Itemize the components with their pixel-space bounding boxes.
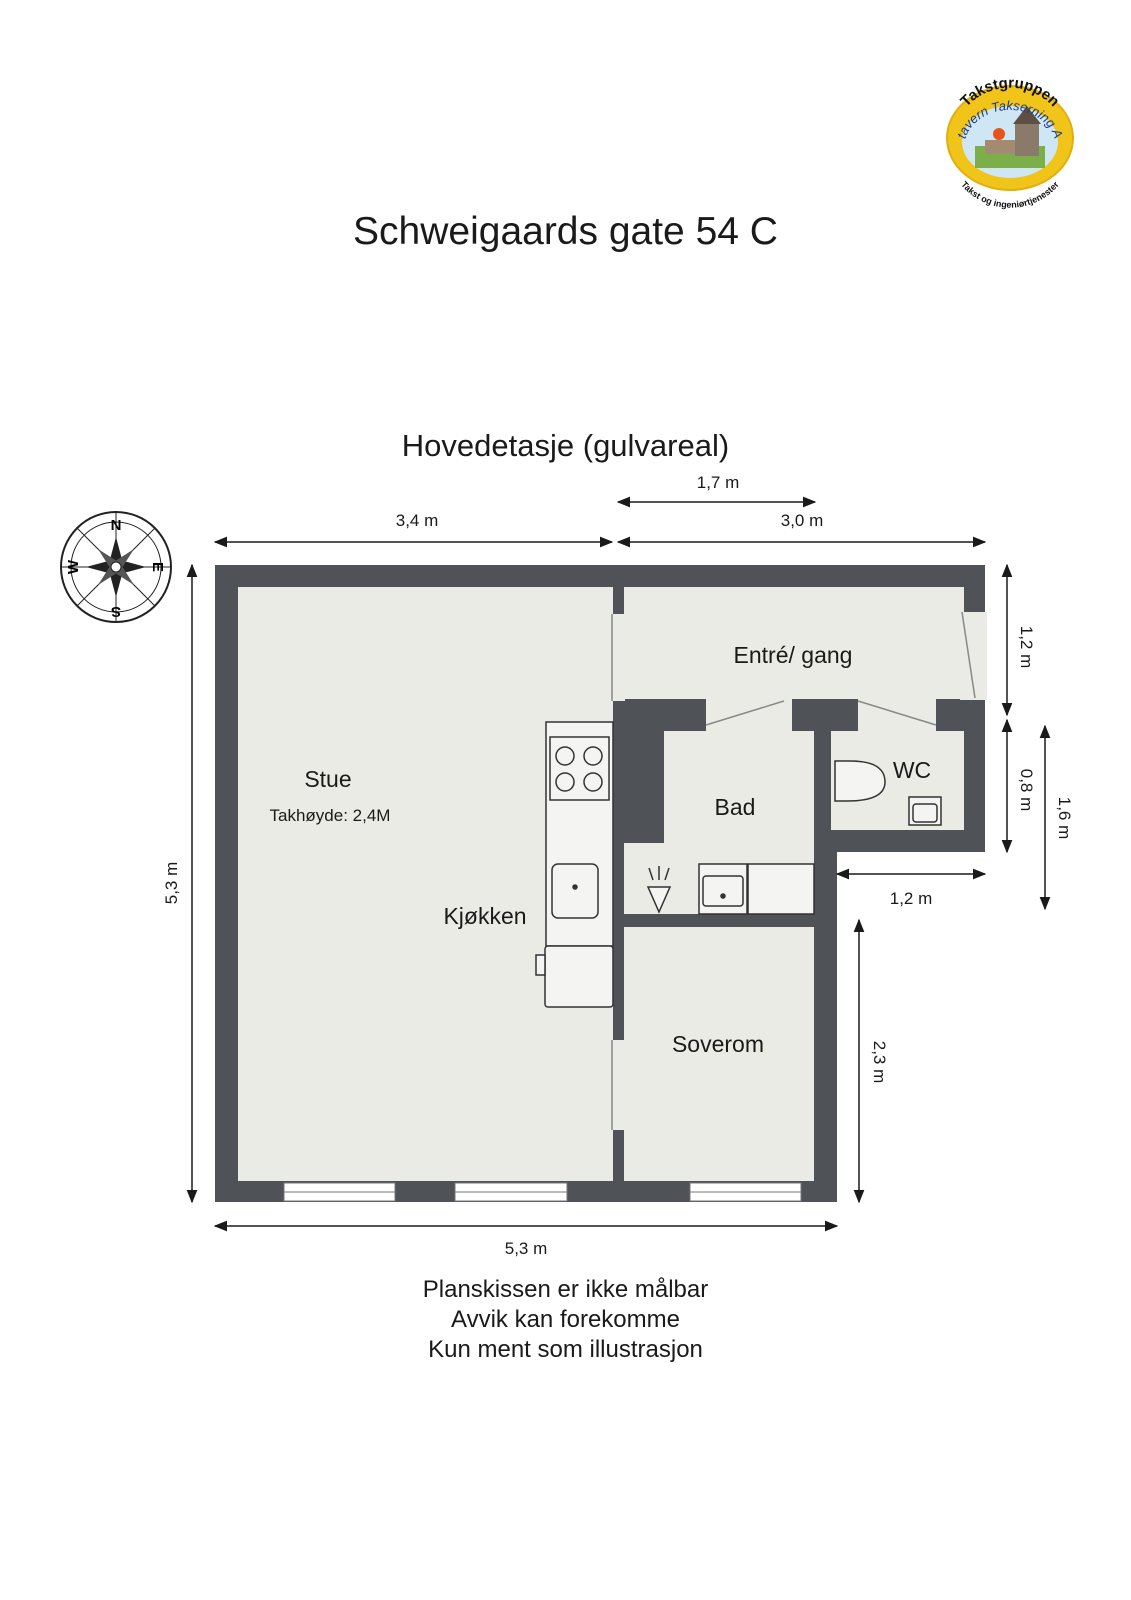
toilet [834, 760, 886, 802]
compass-s: S [111, 603, 121, 620]
dim-right-wc: 0,8 m [1017, 769, 1036, 812]
kitchen-sink [551, 863, 599, 919]
dim-top-right: 3,0 m [781, 511, 824, 530]
page-title: Schweigaards gate 54 C [353, 210, 778, 253]
dim-right-entre: 1,2 m [1017, 626, 1036, 669]
fridge [544, 945, 614, 1008]
label-entre: Entré/ gang [734, 642, 853, 668]
dim-top-inner: 1,7 m [697, 473, 740, 492]
dim-soverom-height: 2,3 m [870, 1041, 889, 1084]
label-bad: Bad [715, 794, 756, 820]
stove [549, 736, 610, 801]
dim-right-outer: 1,6 m [1055, 797, 1074, 840]
soverom-floor [624, 927, 814, 1181]
dim-left: 5,3 m [162, 862, 181, 905]
note-line: Planskissen er ikke målbar [422, 1276, 709, 1303]
compass-e: E [149, 562, 166, 572]
windows [283, 1182, 802, 1202]
bad-floor [664, 731, 814, 844]
dimension-labels: 3,4 m 3,0 m 1,7 m 5,3 m 5,3 m 1,2 m 0,8 … [162, 473, 1074, 1258]
disclaimer-notes: Planskissen er ikke målbar Avvik kan for… [0, 1275, 1131, 1365]
kitchen-fixtures [535, 721, 614, 1008]
note-line: Kun ment som illustrasjon [428, 1336, 703, 1363]
compass-rose: N S E W [60, 511, 172, 623]
dim-wc-width: 1,2 m [890, 889, 933, 908]
doors [611, 611, 987, 1130]
shower-drain [646, 886, 672, 914]
entre-floor [624, 587, 964, 699]
label-kjokken: Kjøkken [443, 903, 526, 929]
note-line: Avvik kan forekomme [451, 1306, 680, 1333]
dim-bottom: 5,3 m [505, 1239, 548, 1258]
floor-subtitle: Hovedetasje (gulvareal) [401, 428, 730, 463]
label-takhoyde: Takhøyde: 2,4M [270, 806, 391, 825]
room-labels: Stue Takhøyde: 2,4M Kjøkken Entré/ gang … [270, 642, 932, 1057]
washing-machine [747, 863, 815, 915]
dimension-lines [186, 496, 1051, 1232]
label-wc: WC [893, 757, 931, 783]
compass-w: W [65, 559, 82, 574]
dim-top-left: 3,4 m [396, 511, 439, 530]
compass-n: N [111, 517, 122, 534]
label-stue: Stue [304, 766, 351, 792]
bath-fixtures [646, 760, 942, 915]
label-soverom: Soverom [672, 1031, 764, 1057]
company-logo: Takstgruppen Stavern Takserning AS Takst… [935, 60, 1074, 210]
